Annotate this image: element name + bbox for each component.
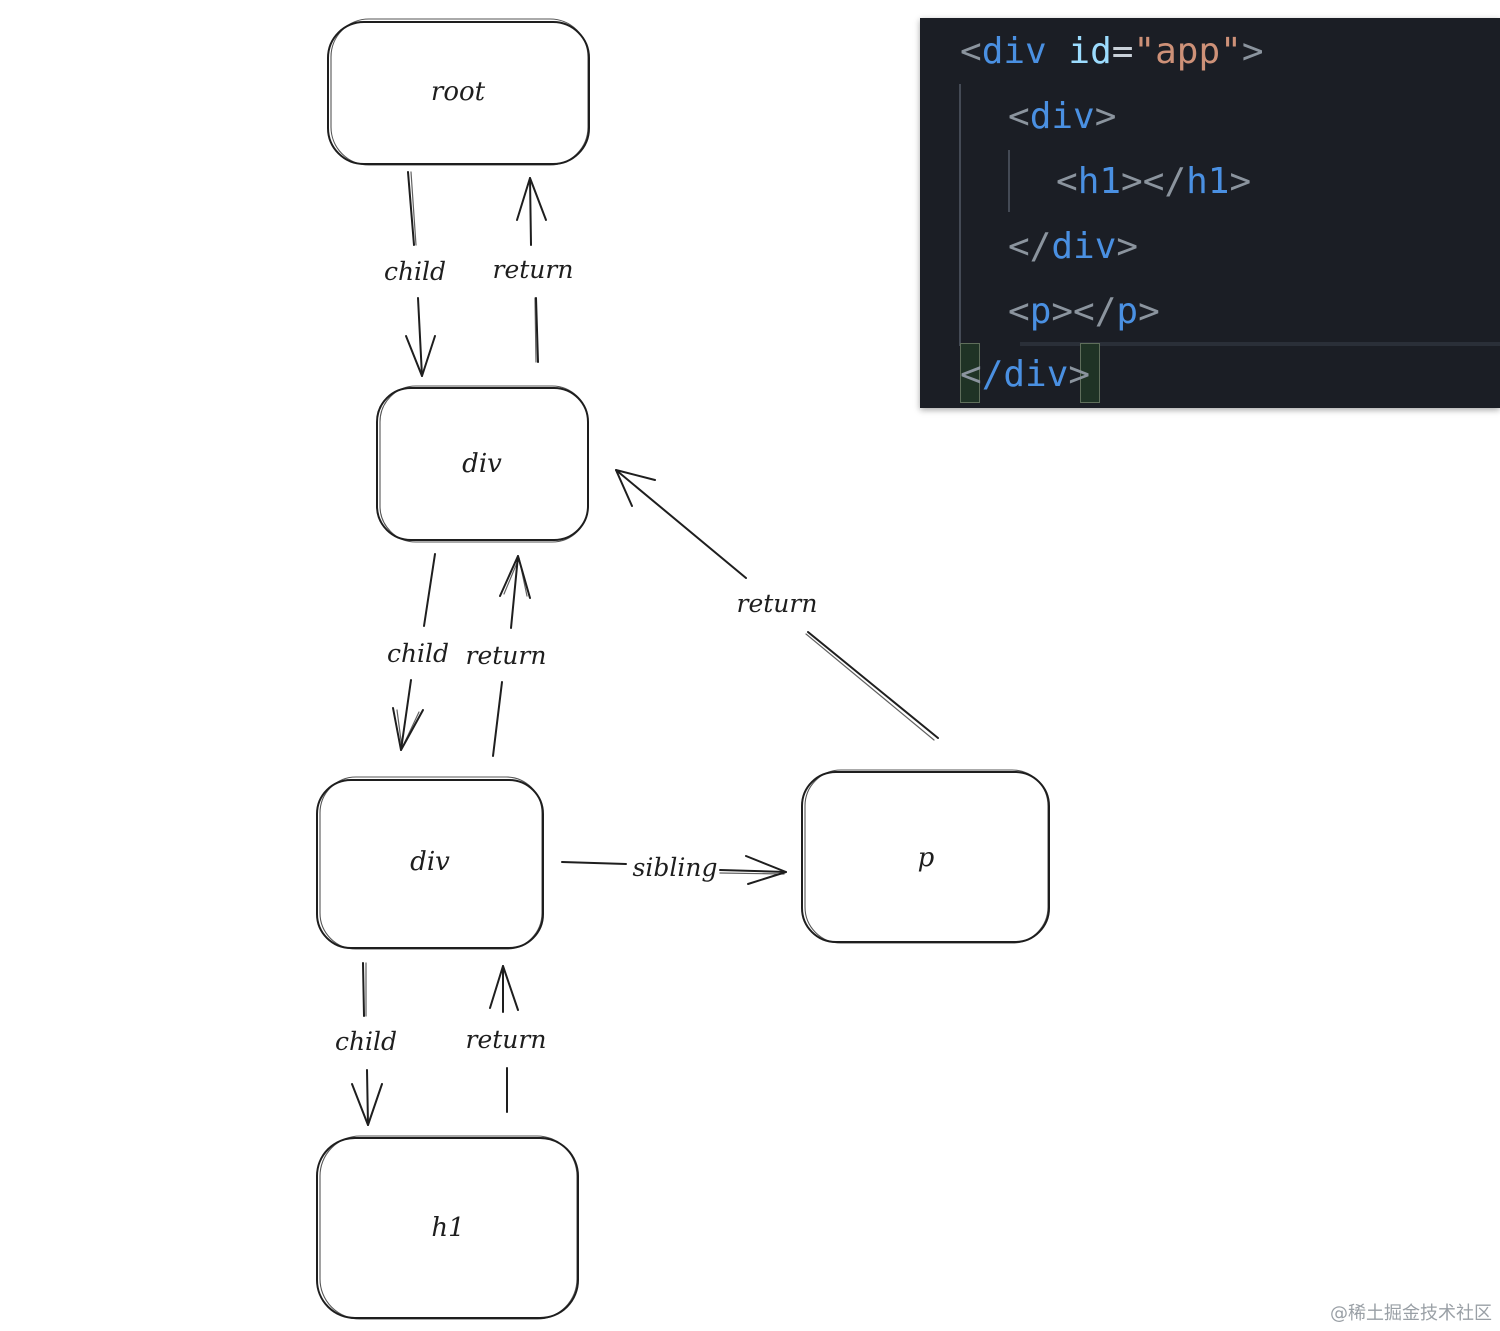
edge-sibling-arrow: [561, 855, 787, 885]
edge-p-return-arrow: [615, 469, 939, 741]
edge-h1-child-label: child: [335, 1027, 397, 1056]
indent-guide-outer: [959, 84, 961, 346]
edge-root-child-label: child: [384, 257, 446, 286]
code-token: >: [1229, 161, 1252, 202]
edge-h1-return-arrow: [489, 965, 519, 1113]
bracket-highlight-right: [1080, 343, 1100, 403]
watermark: @稀土掘金技术社区: [1330, 1303, 1492, 1324]
node-h1-label: h1: [431, 1213, 464, 1243]
code-token: /: [981, 354, 1004, 395]
code-line-2: <div>: [1008, 85, 1116, 149]
code-token: >: [1068, 354, 1091, 395]
code-token: div: [1051, 226, 1117, 267]
code-token: >: [1138, 291, 1160, 332]
closing-line-divider: [1020, 342, 1500, 346]
node-div-outer: div: [376, 385, 589, 543]
code-token: p: [1029, 291, 1052, 332]
code-token: <: [1008, 96, 1030, 137]
edge-div-child-label: child: [387, 639, 449, 668]
code-token: <: [1008, 291, 1030, 332]
edge-root-return-label: return: [493, 255, 574, 284]
node-div-outer-label: div: [462, 449, 502, 479]
edge-h1-return-label: return: [466, 1025, 547, 1054]
node-div-inner-label: div: [410, 847, 450, 877]
code-token: ></: [1051, 291, 1117, 332]
node-p-label: p: [918, 843, 935, 873]
code-token: id: [1068, 31, 1112, 72]
code-token: >: [1241, 31, 1264, 72]
node-h1: h1: [316, 1135, 579, 1320]
code-token: div: [1029, 96, 1095, 137]
code-line-1: <div id="app">: [960, 20, 1264, 84]
edge-div-return-arrow: [492, 555, 531, 757]
code-token: =: [1111, 31, 1134, 72]
code-token: "app": [1133, 31, 1242, 72]
code-line-5: <p></p>: [1008, 280, 1160, 344]
code-token: <: [960, 354, 982, 395]
code-token: h1: [1186, 161, 1230, 202]
code-editor-panel: <div id="app"> <div> <h1></h1> </div> <p…: [920, 18, 1500, 408]
code-line-6: </div>: [960, 343, 1090, 407]
node-root: root: [327, 18, 590, 166]
code-token: </: [1008, 226, 1052, 267]
code-line-3: <h1></h1>: [1056, 150, 1251, 214]
code-token: >: [1116, 226, 1139, 267]
edge-root-return-arrow: [516, 177, 547, 363]
code-token: >: [1094, 96, 1117, 137]
code-token: p: [1116, 291, 1139, 332]
code-token: h1: [1077, 161, 1122, 202]
edge-root-child-arrow: [405, 171, 436, 377]
edge-p-return-label: return: [737, 589, 818, 618]
edge-sibling-label: sibling: [633, 853, 718, 882]
edge-h1-child-arrow: [351, 962, 383, 1126]
node-root-label: root: [431, 77, 486, 107]
code-token: div: [981, 31, 1047, 72]
code-token: ></: [1121, 161, 1187, 202]
edge-div-return-label: return: [466, 641, 547, 670]
node-p: p: [801, 769, 1050, 944]
edge-div-child-arrow: [392, 553, 436, 751]
code-token: <: [960, 31, 982, 72]
code-token: div: [1003, 354, 1069, 395]
indent-guide-inner: [1008, 150, 1010, 212]
node-div-inner: div: [316, 776, 544, 950]
code-token: <: [1056, 161, 1078, 202]
code-line-4: </div>: [1008, 215, 1138, 279]
bracket-highlight-left: [960, 343, 980, 403]
